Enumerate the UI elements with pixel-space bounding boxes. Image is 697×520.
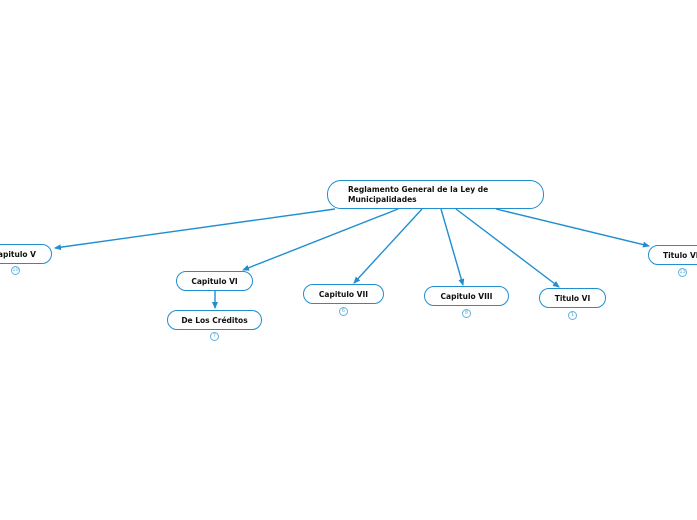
node-capitulo-v-label: Capitulo V [0,249,36,259]
edge-root-capitulo-viii [440,208,465,286]
node-capitulo-vi-label: Capitulo VI [191,276,238,286]
root-node-label: Reglamento General de la Ley de Municipa… [348,184,489,204]
node-titulo-vi[interactable]: Titulo VI [539,288,606,308]
badge-capitulo-vii[interactable]: 6 [339,307,348,316]
badge-titulo-vii[interactable]: 13 [678,268,687,277]
node-de-los-creditos[interactable]: De Los Créditos [167,310,262,330]
root-node[interactable]: Reglamento General de la Ley de Municipa… [327,180,544,209]
node-capitulo-viii[interactable]: Capitulo VIII [424,286,509,306]
badge-capitulo-v[interactable]: 10 [11,266,20,275]
node-capitulo-v[interactable]: Capitulo V [0,244,52,264]
badge-de-los-creditos[interactable]: 7 [210,332,219,341]
edge-root-titulo-vi [455,208,560,288]
edge-root-capitulo-v [54,208,336,251]
node-capitulo-viii-label: Capitulo VIII [440,291,493,301]
node-capitulo-vi[interactable]: Capitulo VI [176,271,253,291]
node-capitulo-vii-label: Capitulo VII [318,289,369,299]
edge-root-titulo-vii [495,208,650,248]
node-titulo-vii[interactable]: Titulo VII [648,245,697,265]
badge-capitulo-viii[interactable]: 8 [462,309,471,318]
node-titulo-vii-label: Titulo VII [663,250,697,260]
edge-root-capitulo-vii [353,208,423,284]
node-de-los-creditos-label: De Los Créditos [181,315,248,325]
node-titulo-vi-label: Titulo VI [554,293,591,303]
badge-titulo-vi[interactable]: 1 [568,311,577,320]
edge-root-capitulo-vi [242,208,399,271]
node-capitulo-vii[interactable]: Capitulo VII [303,284,384,304]
